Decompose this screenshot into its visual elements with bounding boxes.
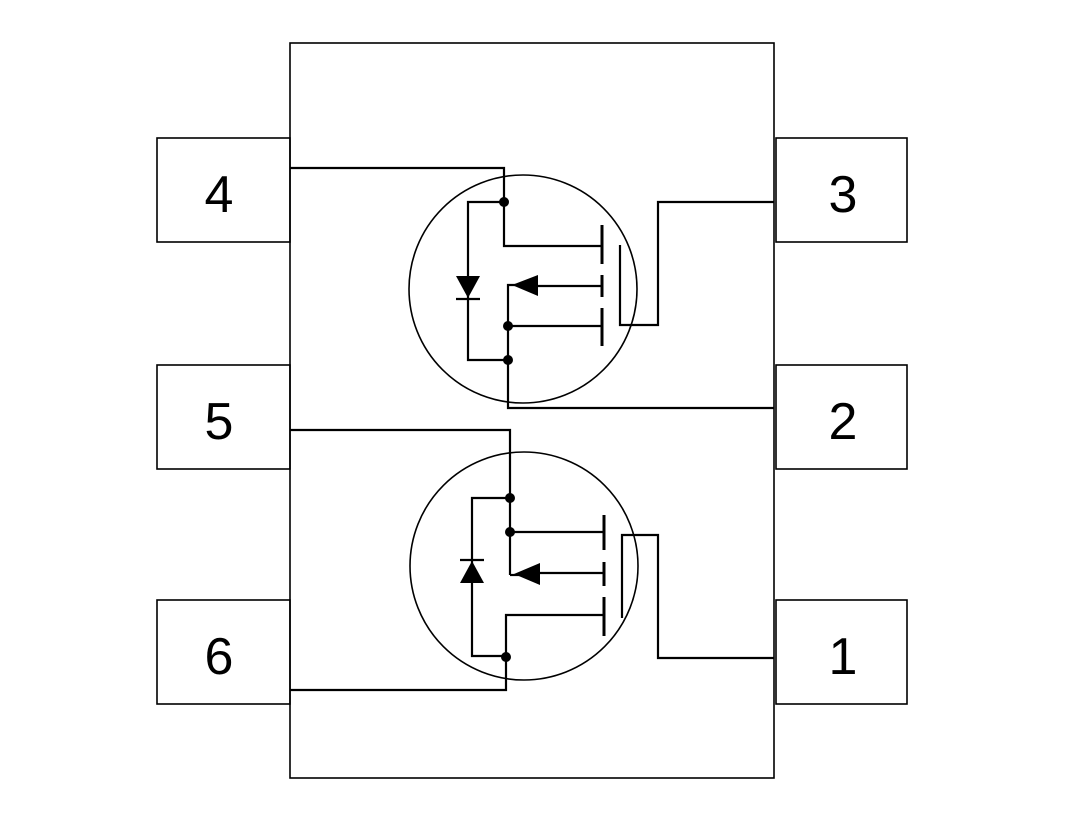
pin-6-label: 6 [205,628,234,686]
upper-gate-wire [618,200,774,327]
upper-mosfet-symbol [290,166,774,410]
lower-diode-icon [460,561,484,583]
pin-2-label: 2 [829,393,858,451]
pin-4-label: 4 [205,166,234,224]
lower-gate-wire [620,533,774,660]
upper-mosfet-circle [408,174,638,404]
pin-5: 5 [156,364,291,470]
lower-mosfet-circle [409,451,639,681]
pin-3: 3 [775,137,908,243]
pin-5-label: 5 [205,393,234,451]
upper-drain-wire [290,166,506,202]
pin-1-label: 1 [829,628,858,686]
upper-diode-icon [456,276,480,298]
pin-2: 2 [775,364,908,470]
upper-junction-dot [503,355,513,365]
lower-junction-dot [505,527,515,537]
upper-arrow-icon [512,275,538,296]
pin-3-label: 3 [829,166,858,224]
pin-1: 1 [775,599,908,705]
lower-source-wire [290,428,512,498]
upper-junction-dot [499,197,509,207]
lower-junction-dot [501,652,511,662]
upper-junction-dot [503,321,513,331]
lower-junction-dot [505,493,515,503]
lower-mosfet-symbol [290,428,774,692]
lower-arrow-icon [514,563,540,585]
upper-source-wire [506,360,774,410]
pin-4: 4 [156,137,291,243]
package-body [289,42,775,779]
pin-6: 6 [156,599,291,705]
lower-drain-wire [290,656,508,692]
